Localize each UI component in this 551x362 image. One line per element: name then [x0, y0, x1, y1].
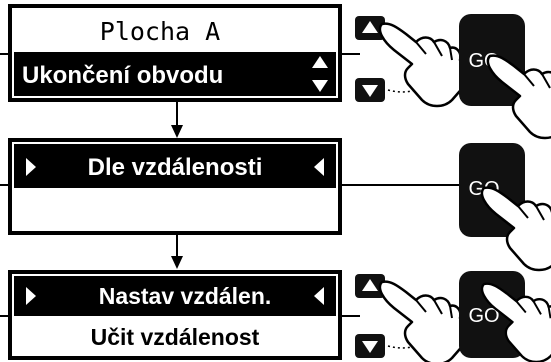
menu-item-nastav-vzdalen[interactable]: Nastav vzdálen.	[99, 283, 272, 309]
up-arrow-button[interactable]	[355, 274, 385, 298]
cursor-triangle-right-icon	[26, 158, 36, 176]
screen-header: Plocha A	[100, 17, 220, 46]
go-label: GO	[468, 305, 499, 327]
selection-bar-2	[14, 144, 336, 188]
cursor-triangle-right-icon	[26, 287, 36, 305]
cursor-triangle-left-icon	[314, 158, 324, 176]
up-arrow-icon	[362, 279, 378, 291]
menu-item-dle-vzdalenosti[interactable]: Dle vzdálenosti	[88, 154, 263, 181]
cursor-triangle-left-icon	[314, 287, 324, 305]
down-arrow-button[interactable]	[355, 334, 385, 358]
pointing-hand-icon	[378, 22, 471, 108]
menu-item-ukonceni[interactable]: Ukončení obvodu	[22, 62, 223, 89]
flow-arrow-2	[171, 233, 183, 269]
down-arrow-icon	[362, 341, 378, 353]
flow-arrow-1	[171, 100, 183, 138]
selection-bar-3	[14, 276, 336, 316]
step-1: Plocha A Ukončení obvodu GO	[0, 4, 551, 140]
down-arrow-button[interactable]	[355, 78, 385, 102]
selection-bar-1	[14, 52, 336, 96]
step-3: Nastav vzdálen. Učit vzdálenost GO	[0, 270, 551, 362]
up-arrow-button[interactable]	[355, 16, 385, 40]
scroll-arrows-icon	[312, 56, 328, 92]
pointing-hand-icon	[378, 280, 471, 362]
step-2: Dle vzdálenosti GO	[0, 138, 551, 272]
menu-item-ucit-vzdalenost[interactable]: Učit vzdálenost	[91, 324, 260, 350]
up-arrow-icon	[362, 21, 378, 33]
down-arrow-icon	[362, 85, 378, 97]
